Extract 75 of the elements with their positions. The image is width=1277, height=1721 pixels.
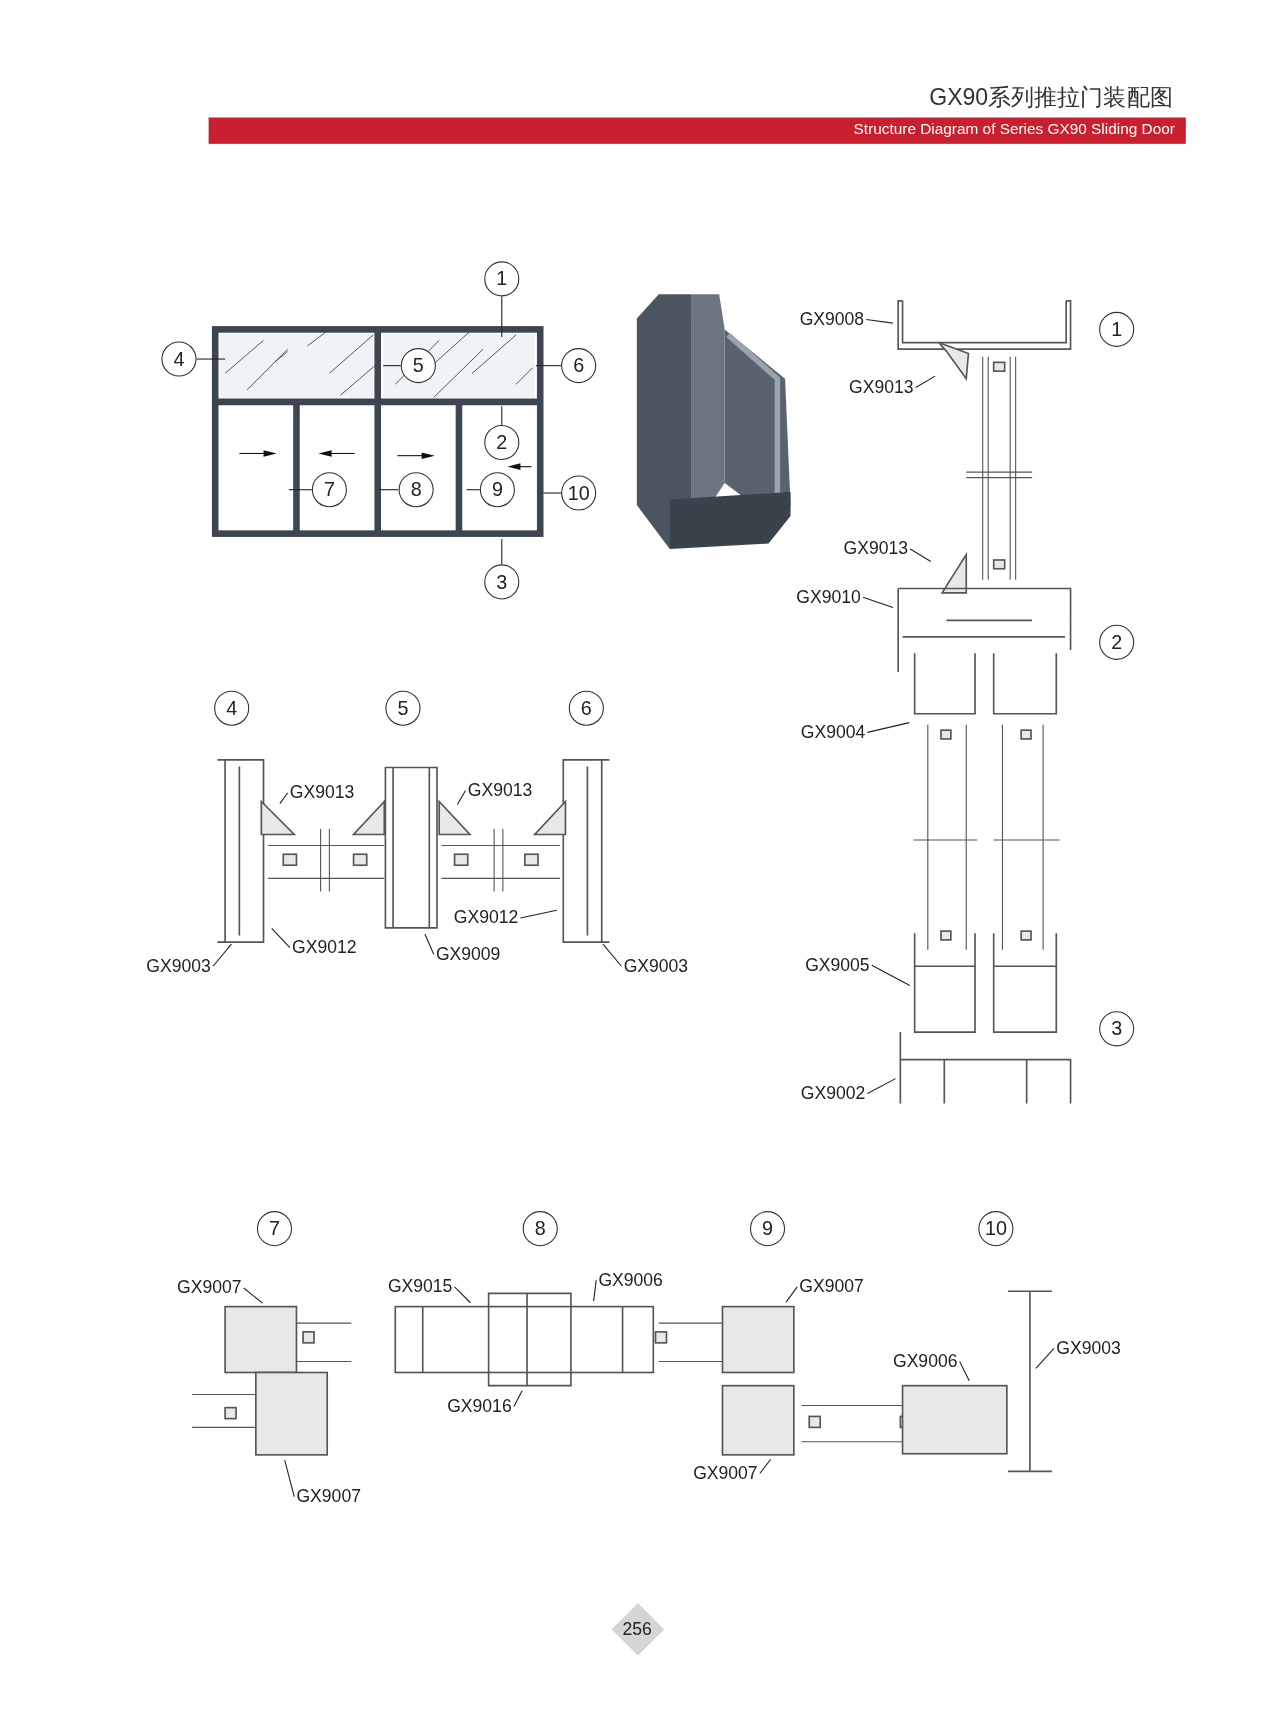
part-number: GX9013	[843, 539, 909, 559]
part-number: GX9016	[447, 1396, 512, 1417]
leader-line	[501, 405, 503, 426]
part-number: GX9003	[146, 956, 211, 977]
leader-line	[602, 943, 622, 967]
leader-line	[212, 943, 232, 967]
part-number: GX9010	[796, 587, 861, 608]
part-number: GX9006	[893, 1351, 958, 1372]
leader-line	[593, 1279, 597, 1302]
leader-line	[865, 318, 894, 324]
part-number: GX9003	[623, 956, 689, 977]
leader-line	[866, 722, 910, 733]
callout-number: 3	[1099, 1011, 1135, 1047]
page-number: 256	[622, 1619, 652, 1640]
page-title: GX90系列推拉门装配图	[929, 83, 1173, 112]
callout-number: 4	[214, 690, 250, 726]
leader-line	[454, 1286, 471, 1304]
leader-line	[271, 927, 291, 949]
part-number: GX9012	[292, 937, 357, 958]
part-number: GX9013	[289, 782, 355, 803]
leader-line	[871, 964, 911, 987]
callout-number: 10	[978, 1211, 1014, 1247]
leader-line	[759, 1458, 772, 1475]
part-number: GX9007	[693, 1463, 758, 1484]
leader-line	[542, 492, 562, 494]
leader-line	[1035, 1347, 1055, 1369]
callout-number: 6	[561, 348, 597, 384]
leader-line	[284, 1459, 295, 1498]
leader-line	[535, 365, 562, 367]
leader-line	[288, 489, 313, 491]
leader-line	[501, 295, 503, 338]
leader-line	[862, 596, 894, 609]
leader-line	[378, 489, 400, 491]
callout-number: 5	[385, 690, 421, 726]
part-number: GX9007	[799, 1276, 864, 1297]
part-number: GX9013	[849, 377, 914, 398]
callout-number: 1	[484, 261, 520, 297]
callout-number: 2	[1099, 624, 1135, 660]
leader-line	[501, 538, 503, 565]
leader-line	[915, 375, 936, 389]
part-number: GX9003	[1056, 1338, 1121, 1359]
leader-line	[959, 1360, 970, 1382]
callout-number: 8	[522, 1211, 558, 1247]
leader-line	[513, 1390, 523, 1408]
callout-number: 10	[561, 475, 597, 511]
callout-number: 1	[1099, 311, 1135, 347]
part-number: GX9002	[800, 1083, 866, 1104]
part-number: GX9013	[467, 780, 533, 801]
leader-line	[866, 1078, 897, 1095]
part-number: GX9008	[799, 309, 865, 330]
leader-line	[909, 548, 932, 563]
leader-line	[279, 792, 289, 805]
part-number: GX9004	[800, 722, 866, 743]
part-number: GX9012	[453, 908, 519, 928]
leader-line	[785, 1286, 798, 1303]
leader-line	[424, 933, 435, 955]
window-elevation-drawing	[211, 326, 544, 537]
part-number: GX9006	[598, 1270, 663, 1291]
leader-line	[243, 1287, 264, 1304]
leader-line	[382, 365, 402, 367]
leader-line	[466, 489, 481, 491]
leader-line	[456, 790, 467, 806]
callout-number: 6	[568, 690, 604, 726]
callout-number: 4	[161, 341, 197, 377]
part-number: GX9007	[296, 1486, 361, 1507]
part-number: GX9007	[177, 1278, 242, 1298]
part-number: GX9005	[805, 955, 870, 975]
callout-number: 9	[749, 1211, 786, 1247]
callout-number: 3	[484, 564, 520, 600]
subtitle: Structure Diagram of Series GX90 Sliding Door	[853, 119, 1175, 138]
leader-line	[196, 358, 226, 360]
callout-number: 7	[256, 1211, 293, 1247]
part-number: GX9009	[435, 944, 501, 965]
part-number: GX9015	[387, 1276, 453, 1297]
leader-line	[519, 909, 558, 919]
